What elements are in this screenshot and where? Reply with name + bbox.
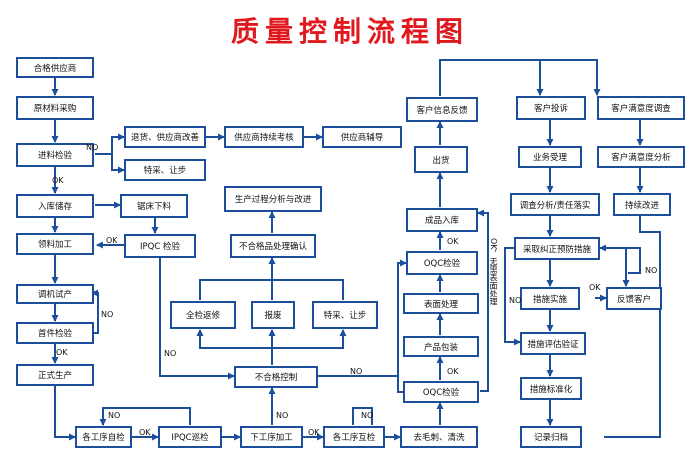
node-customer-feedback: 客户信息反馈 [406,97,478,122]
label-ok-oqc-bottom: OK [447,367,459,376]
node-special-purchase-top: 特采、让步 [124,159,206,181]
node-scrap: 报废 [251,301,295,329]
label-ok-corrective: OK [589,283,601,292]
label-ok-no-surface: OK，无需表面处理 [489,238,498,306]
label-no-oqc: NO [350,367,363,376]
label-no-self-check: NO [108,411,121,420]
node-warehouse-in: 入库储存 [16,194,94,218]
node-investigation: 调查分析/责任落实 [510,193,600,216]
node-special-purchase-mid: 特采、让步 [312,301,378,329]
node-supplier-review: 供应商持续考核 [224,126,304,148]
label-no-mutual: NO [361,411,374,420]
node-mutual-check: 各工序互检 [323,426,385,448]
label-ok-oqc-top: OK [447,237,459,246]
node-trial-production: 调机试产 [16,284,94,304]
node-raw-purchase: 原材料采购 [16,96,94,120]
node-feedback-customer: 反馈客户 [606,287,662,310]
node-shipment: 出货 [414,146,468,173]
node-satisfaction-analysis: 客户满意度分析 [597,146,685,168]
node-ipqc-patrol: IPQC巡检 [158,426,222,448]
node-business-accept: 业务受理 [518,146,582,168]
node-oqc-bottom: OQC检验 [403,381,479,403]
node-nonconforming-control: 不合格控制 [234,366,318,388]
label-no-ipqc: NO [164,349,177,358]
node-satisfaction-survey: 客户满意度调查 [597,96,685,120]
node-corrective-action: 采取纠正预防措施 [514,237,600,260]
label-no-incoming: NO [86,143,99,152]
node-first-article: 首件检验 [16,322,94,344]
node-continuous-improve: 持续改进 [613,193,671,216]
node-ipqc-check: IPQC 检验 [124,234,196,258]
node-surface-treatment: 表面处理 [403,293,479,314]
node-full-repair: 全检返修 [170,301,236,329]
node-deburr-clean: 去毛刺、清洗 [400,426,478,448]
label-no-feedback: NO [509,296,522,305]
label-ok-first-article: OK [56,348,68,357]
node-finished-storage: 成品入库 [406,208,478,232]
node-next-process: 下工序加工 [240,426,303,448]
label-no-next-process: NO [276,411,289,420]
node-oqc-top: OQC检验 [406,251,478,275]
label-ok-ipqc: OK [106,236,118,245]
node-qualified-supplier: 合格供应商 [16,57,94,78]
node-measure-standard: 措施标准化 [520,377,582,400]
node-customer-complaint: 客户投诉 [516,96,586,120]
label-ok-incoming: OK [52,176,64,185]
node-product-packaging: 产品包装 [403,336,479,357]
node-formal-production: 正式生产 [16,364,94,386]
node-nonconforming-confirm: 不合格品处理确认 [230,234,316,258]
node-process-analysis: 生产过程分析与改进 [224,186,322,212]
label-ok-self-check: OK [139,428,151,437]
node-self-check: 各工序自检 [75,426,132,448]
node-material-processing: 领料加工 [16,233,94,255]
label-ok-mutual: OK [308,428,320,437]
node-implement-measures: 措施实施 [520,287,580,310]
node-record-archive: 记录归档 [520,426,582,448]
label-no-first-article: NO [101,310,114,319]
node-incoming-inspection: 进料检验 [16,143,94,167]
node-return-goods: 退货、供应商改善 [124,126,206,148]
node-measure-verify: 措施评估验证 [520,332,586,355]
label-no-corrective: NO [645,266,658,275]
node-lathe-cutting: 锯床下料 [120,194,188,218]
node-supplier-guidance: 供应商辅导 [322,126,402,148]
page-title: 质量控制流程图 [230,15,469,48]
